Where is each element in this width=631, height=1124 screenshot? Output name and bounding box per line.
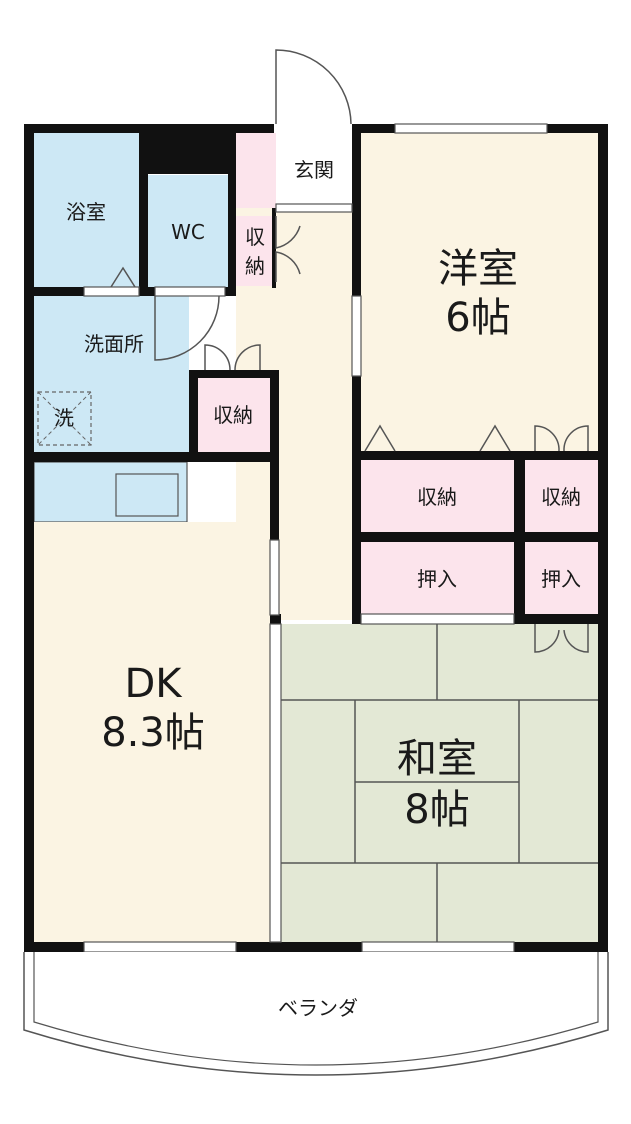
balcony-outline: [23, 952, 609, 1076]
bath-door: [83, 286, 140, 297]
wc-label: WC: [171, 220, 205, 244]
western-floor: [361, 133, 598, 451]
oshiire-sliding: [360, 613, 515, 625]
washitsu-sliding: [269, 623, 282, 943]
washroom-area: [34, 296, 189, 452]
dk-name: DK: [124, 661, 183, 707]
window-south-washitsu: [361, 941, 515, 953]
kitchen-sink: [115, 473, 179, 517]
oshiire-1-label: 押入: [417, 567, 457, 591]
entrance-tile: [276, 133, 352, 208]
storage-west-1-area: [361, 460, 514, 532]
oshiire-2-label: 押入: [541, 567, 581, 591]
storage-small-area: [236, 216, 272, 286]
dk-door-opening: [269, 539, 280, 616]
washer-pan: [37, 391, 92, 446]
storage-hall-area: [196, 377, 270, 453]
storage-west-1-label: 収納: [417, 485, 457, 509]
storage-small-label-1: 収: [245, 225, 265, 249]
western-door-opening: [351, 295, 362, 377]
balcony-label: ベランダ: [278, 996, 358, 1020]
kitchen-counter: [33, 461, 188, 523]
washroom-label: 洗面所: [84, 332, 144, 356]
oshiire-1-area: [361, 542, 514, 614]
entrance-label: 玄関: [294, 158, 334, 182]
western-name: 洋室: [438, 246, 518, 292]
window-north: [394, 123, 548, 134]
wc-area: [148, 175, 228, 288]
dk-floor: [34, 522, 272, 942]
entrance-floor: [236, 133, 276, 208]
washitsu-size: 8帖: [404, 787, 469, 833]
bath-area: [34, 133, 139, 288]
door-swings: [110, 49, 589, 653]
bath-label: 浴室: [66, 200, 106, 224]
washitsu-name: 和室: [397, 736, 477, 782]
entrance-step: [275, 203, 353, 213]
western-size: 6帖: [445, 295, 510, 341]
storage-west-2-area: [525, 460, 598, 532]
storage-small-label-2: 納: [245, 254, 265, 278]
oshiire-2-area: [525, 542, 598, 614]
dk-size: 8.3帖: [101, 710, 205, 756]
washer-label: 洗: [54, 406, 74, 430]
wc-door: [154, 286, 226, 297]
storage-west-2-label: 収納: [541, 485, 581, 509]
window-south-dk: [83, 941, 237, 953]
storage-hall-label: 収納: [213, 403, 253, 427]
washitsu-floor: [281, 624, 598, 942]
tatami-lines: [281, 624, 598, 942]
